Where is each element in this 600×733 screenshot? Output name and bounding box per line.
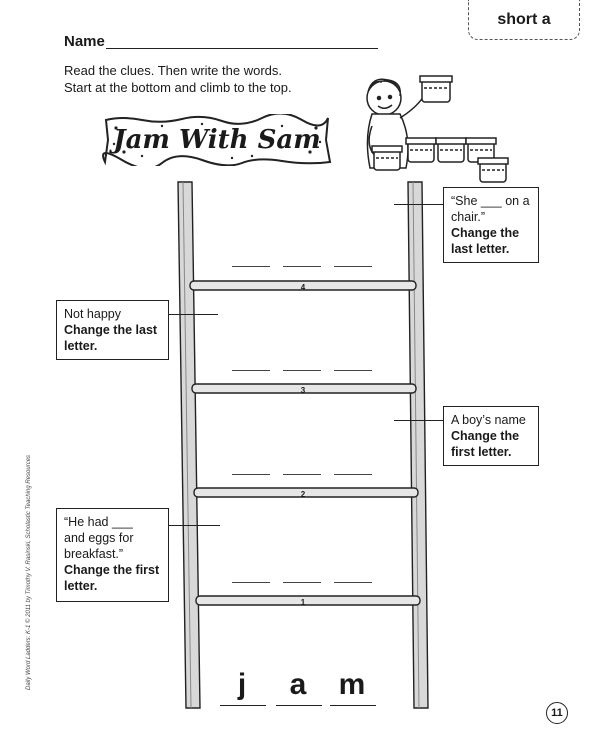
start-letter: j (237, 668, 247, 701)
clue-instruction: Change the first (64, 563, 160, 577)
rung-number: 2 (300, 490, 306, 499)
letter-blank[interactable] (232, 266, 270, 267)
rung-number: 3 (300, 386, 306, 395)
clue-instruction: first letter. (451, 445, 512, 459)
start-letter: m (338, 668, 366, 701)
clue-text: A boy’s name (451, 413, 526, 427)
clue-instruction: Change the last (64, 323, 158, 337)
clue-text: chair.” (451, 210, 486, 224)
letter-blank[interactable] (334, 474, 372, 475)
start-letter-line (220, 705, 266, 706)
letter-blank[interactable] (283, 370, 321, 371)
clue-connector (394, 420, 444, 421)
clue-instruction: Change the (451, 226, 520, 240)
clue-connector (168, 314, 218, 315)
letter-blank[interactable] (283, 474, 321, 475)
copyright-credit: Daily Word Ladders: K-1 © 2011 by Timoth… (26, 454, 32, 690)
clue-text: and eggs for (64, 531, 134, 545)
name-write-line[interactable] (106, 48, 378, 49)
word-ladder (177, 181, 429, 709)
clue-box-4: “She ___ on a chair.” Change the last le… (443, 187, 539, 263)
start-letter-line (276, 705, 322, 706)
clue-box-1: “He had ___ and eggs for breakfast.” Cha… (56, 508, 169, 602)
clue-text: “He had ___ (64, 515, 133, 529)
short-a-tag: short a (468, 0, 580, 40)
banner-frame (102, 114, 332, 166)
letter-blank[interactable] (232, 474, 270, 475)
clue-text: “She ___ on a (451, 194, 530, 208)
clue-box-3: Not happy Change the last letter. (56, 300, 169, 360)
letter-blank[interactable] (232, 370, 270, 371)
instruction-line-2: Start at the bottom and climb to the top… (64, 80, 292, 95)
clue-box-2: A boy’s name Change the first letter. (443, 406, 539, 466)
page-number: 11 (546, 702, 568, 724)
name-label: Name (64, 33, 105, 50)
start-letter-line (330, 705, 376, 706)
clue-instruction: Change the (451, 429, 520, 443)
clue-connector (394, 204, 444, 205)
clue-text: Not happy (64, 307, 121, 321)
letter-blank[interactable] (334, 266, 372, 267)
letter-blank[interactable] (283, 582, 321, 583)
clue-text: breakfast.” (64, 547, 124, 561)
start-letter: a (289, 668, 307, 701)
clue-instruction: letter. (64, 339, 98, 353)
instruction-line-1: Read the clues. Then write the words. (64, 63, 282, 78)
rung-number: 4 (300, 283, 306, 292)
rung-number: 1 (300, 598, 306, 607)
banner-title: Jam With Sam (113, 125, 321, 155)
letter-blank[interactable] (283, 266, 321, 267)
letter-blank[interactable] (232, 582, 270, 583)
letter-blank[interactable] (334, 582, 372, 583)
boy-with-jam-jars-illustration (366, 75, 509, 183)
letter-blank[interactable] (334, 370, 372, 371)
clue-connector (168, 525, 220, 526)
clue-instruction: last letter. (451, 242, 510, 256)
clue-instruction: letter. (64, 579, 98, 593)
